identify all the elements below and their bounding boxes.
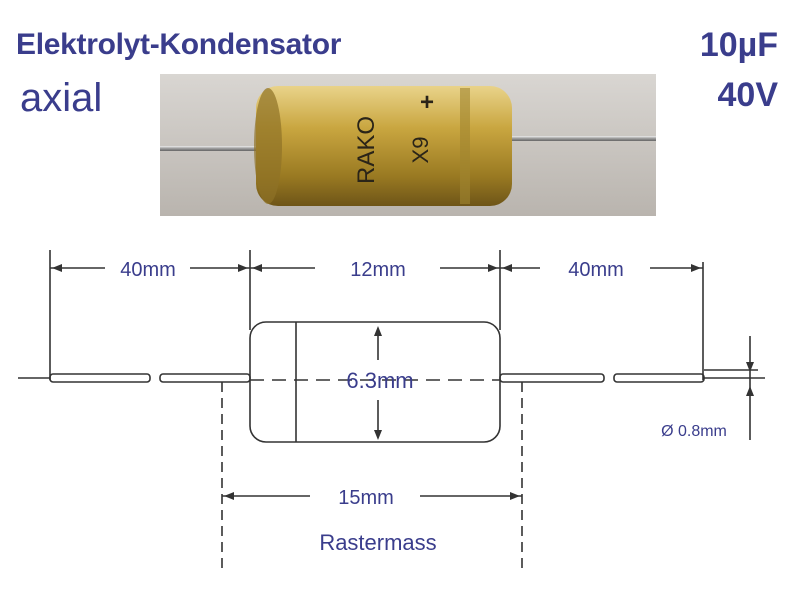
drawing-lead-right-b: [613, 373, 705, 383]
subtitle: axial: [20, 76, 103, 120]
capacitance-value: 10µF: [699, 26, 778, 64]
photo-end-cap: [254, 88, 282, 204]
arrow-body-start: [252, 264, 262, 272]
photo-brand-text: RAKO: [353, 116, 380, 184]
photo-groove: [460, 88, 470, 204]
photo-marking: X9: [408, 137, 433, 164]
capacitor-photo: RAKO X9 +: [160, 74, 656, 216]
label-pitch-caption: Rastermass: [319, 530, 436, 555]
arrow-right-lead-end: [691, 264, 701, 272]
arrow-diameter-bottom: [374, 430, 382, 440]
title: Elektrolyt-Kondensator: [16, 28, 342, 61]
drawing-lead-right: [499, 373, 605, 383]
arrow-lead-diameter-bottom: [746, 386, 754, 396]
label-body-diameter: 6.3mm: [346, 368, 413, 393]
arrow-lead-diameter-top: [746, 362, 754, 372]
arrow-body-end: [488, 264, 498, 272]
label-lead-diameter: Ø 0.8mm: [661, 423, 727, 440]
photo-lead-left: [160, 146, 264, 151]
arrow-pitch-end: [510, 492, 520, 500]
photo-lead-right: [500, 136, 656, 141]
arrow-left-lead-start: [52, 264, 62, 272]
label-pitch: 15mm: [338, 487, 394, 509]
arrow-right-lead-start: [502, 264, 512, 272]
arrow-pitch-start: [224, 492, 234, 500]
arrow-left-lead-end: [238, 264, 248, 272]
photo-capacitor-body: [256, 86, 512, 206]
drawing-lead-left: [49, 373, 151, 383]
drawing-lead-left-b: [159, 373, 251, 383]
label-right-lead-length: 40mm: [568, 259, 624, 281]
voltage-value: 40V: [717, 76, 779, 114]
label-left-lead-length: 40mm: [120, 259, 176, 281]
photo-polarity-mark: +: [420, 89, 434, 116]
arrow-diameter-top: [374, 326, 382, 336]
label-body-length: 12mm: [350, 259, 406, 281]
drawing-capacitor-body: [249, 321, 501, 443]
